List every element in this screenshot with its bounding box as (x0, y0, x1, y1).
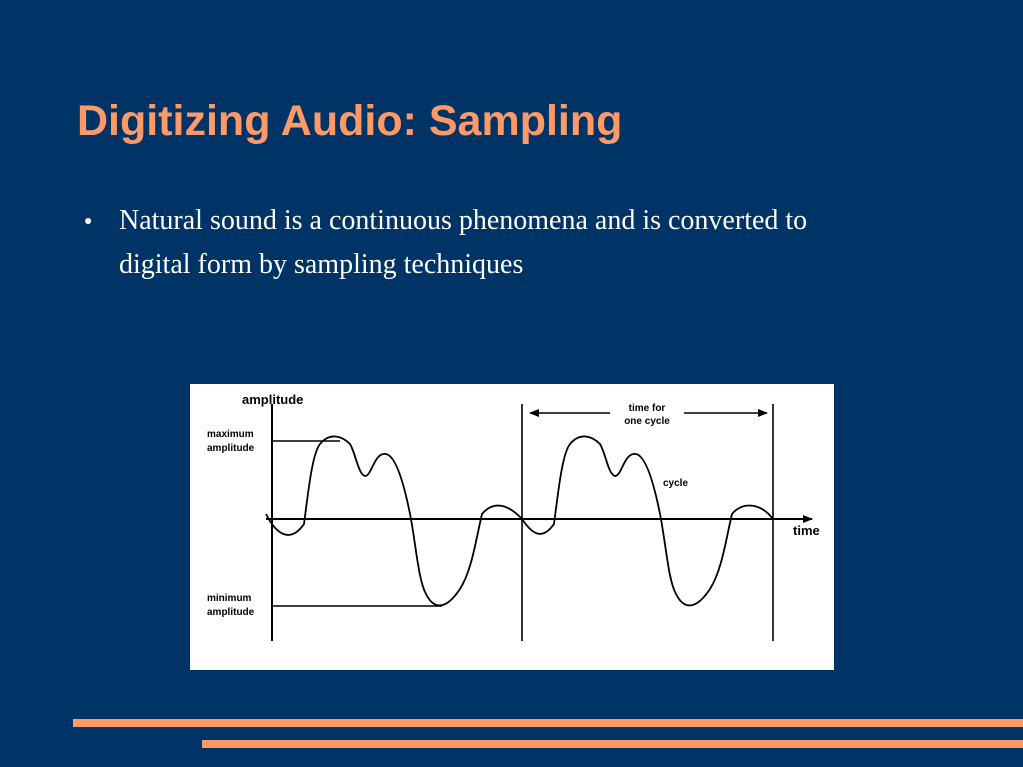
decorative-stripe-bottom (202, 740, 1023, 748)
minimum-amplitude-label-line1: minimum (207, 593, 252, 604)
slide-title: Digitizing Audio: Sampling (77, 97, 623, 145)
cycle-label: cycle (663, 478, 688, 489)
maximum-amplitude-label-line1: maximum (207, 429, 254, 440)
axis-x-label: time (793, 523, 820, 538)
bullet-item: ● Natural sound is a continuous phenomen… (84, 199, 844, 287)
minimum-amplitude-label-line2: amplitude (207, 607, 255, 618)
waveform-diagram: amplitude time maximum amplitude minimum… (207, 392, 820, 641)
bullet-dot-icon: ● (84, 214, 93, 229)
maximum-amplitude-label-line2: amplitude (207, 443, 255, 454)
cycle-span-label-line2: one cycle (624, 416, 670, 427)
cycle-span-label-line1: time for (629, 403, 666, 414)
waveform-figure: amplitude time maximum amplitude minimum… (190, 384, 834, 670)
axis-y-label: amplitude (242, 392, 303, 407)
waveform-curve (265, 435, 774, 607)
bullet-text: Natural sound is a continuous phenomena … (119, 205, 808, 280)
decorative-stripe-top (73, 719, 1023, 727)
bullet-list: ● Natural sound is a continuous phenomen… (84, 199, 844, 287)
